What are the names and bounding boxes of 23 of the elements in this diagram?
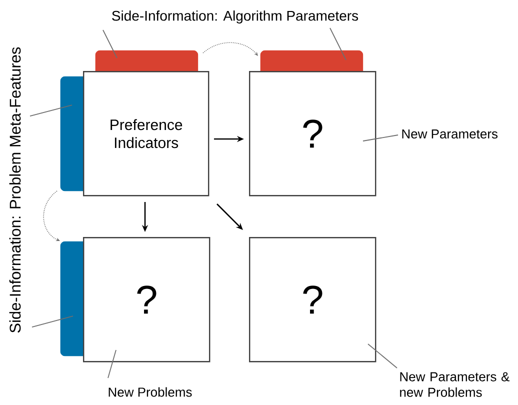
side-information-tab xyxy=(95,50,198,72)
text-label: New Parameters xyxy=(402,129,498,139)
arrow xyxy=(216,204,243,230)
dotted-arrow xyxy=(43,190,60,241)
leader-line xyxy=(108,350,116,378)
dotted-arrow xyxy=(202,42,258,56)
side-information-tab xyxy=(60,76,84,192)
matrix-box: ? xyxy=(249,237,376,362)
matrix-box: ? xyxy=(249,71,376,196)
leader-line xyxy=(102,30,118,58)
leader-line xyxy=(30,104,72,116)
text-label: New Parameters & new Problems xyxy=(400,372,510,397)
leader-line xyxy=(362,134,398,142)
matrix-box: Preference Indicators xyxy=(83,71,210,196)
leader-line xyxy=(32,316,74,328)
text-label: Side-Information: Problem Meta-Features xyxy=(9,47,21,333)
matrix-box: ? xyxy=(83,237,210,362)
side-information-tab xyxy=(260,50,364,72)
leader-line xyxy=(330,28,346,60)
text-label: Side-Information: Algorithm Parameters xyxy=(112,10,358,24)
text-label: New Problems xyxy=(108,387,192,397)
leader-line xyxy=(368,344,398,368)
side-information-tab xyxy=(60,241,84,356)
